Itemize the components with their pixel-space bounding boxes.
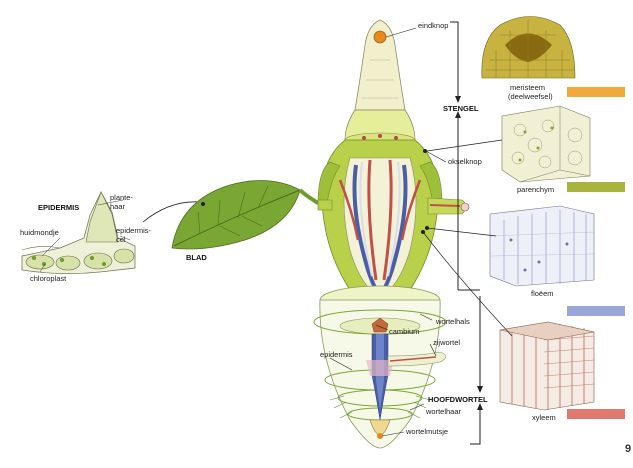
legend-xyleem [567,409,625,419]
tissue-parenchym [501,105,591,183]
epidermis-cell-2 [55,255,81,271]
eindknop-meristem [373,30,387,44]
label-okselknop: okselknop [448,157,482,166]
label-meristeem-2: (deelweefsel) [508,92,553,101]
label-xyleem: xyleem [532,413,556,422]
connectors [329,27,447,437]
label-epidermis-root: epidermis [320,350,353,359]
label-chloroplast: chloroplast [30,274,67,283]
label-wortelmutsje: wortelmutsje [405,427,448,436]
label-eindknop: eindknop [418,21,448,30]
label-meristeem-1: meristeem [510,83,545,92]
label-epidermis: EPIDERMIS [38,203,79,212]
stem [317,19,470,299]
chloroplast-dot [32,256,36,260]
label-hoofdwortel: HOOFDWORTEL [428,395,488,404]
label-parenchym: parenchym [517,185,554,194]
tissue-xyleem [499,321,595,411]
epidermis-cell-3 [83,252,113,270]
leaf [171,180,320,250]
label-wortelhals: wortelhals [435,317,470,326]
epidermis-cell-4 [113,248,135,264]
tissue-floeem [489,205,595,287]
okselknop-bud [460,202,470,212]
label-blad: BLAD [186,253,207,262]
page-number: 9 [625,443,631,455]
label-cambium: cambium [389,327,419,336]
label-stengel: STENGEL [443,104,479,113]
arrow-hoofdwortel [470,296,483,445]
label-huidmondje: huidmondje [20,228,59,237]
root [313,285,447,449]
tissue-meristeem [481,16,576,79]
label-epidermiscel-1: epidermis- [116,226,152,235]
label-plantehaar-2: haar [110,202,126,211]
label-wortelhaar: wortelhaar [425,407,462,416]
arrow-stengel [450,21,480,291]
epidermis-cell-1 [25,254,55,270]
epidermis-detail [21,191,136,274]
legend-parenchym [567,182,625,192]
label-epidermiscel-2: cel [116,235,126,244]
tissue-connectors [422,139,513,337]
legend-meristeem [567,87,625,97]
label-plantehaar-1: plante- [110,193,133,202]
label-zijwortel: zijwortel [433,338,460,347]
label-floeem: floëem [531,289,554,298]
legend-floeem [567,306,625,316]
